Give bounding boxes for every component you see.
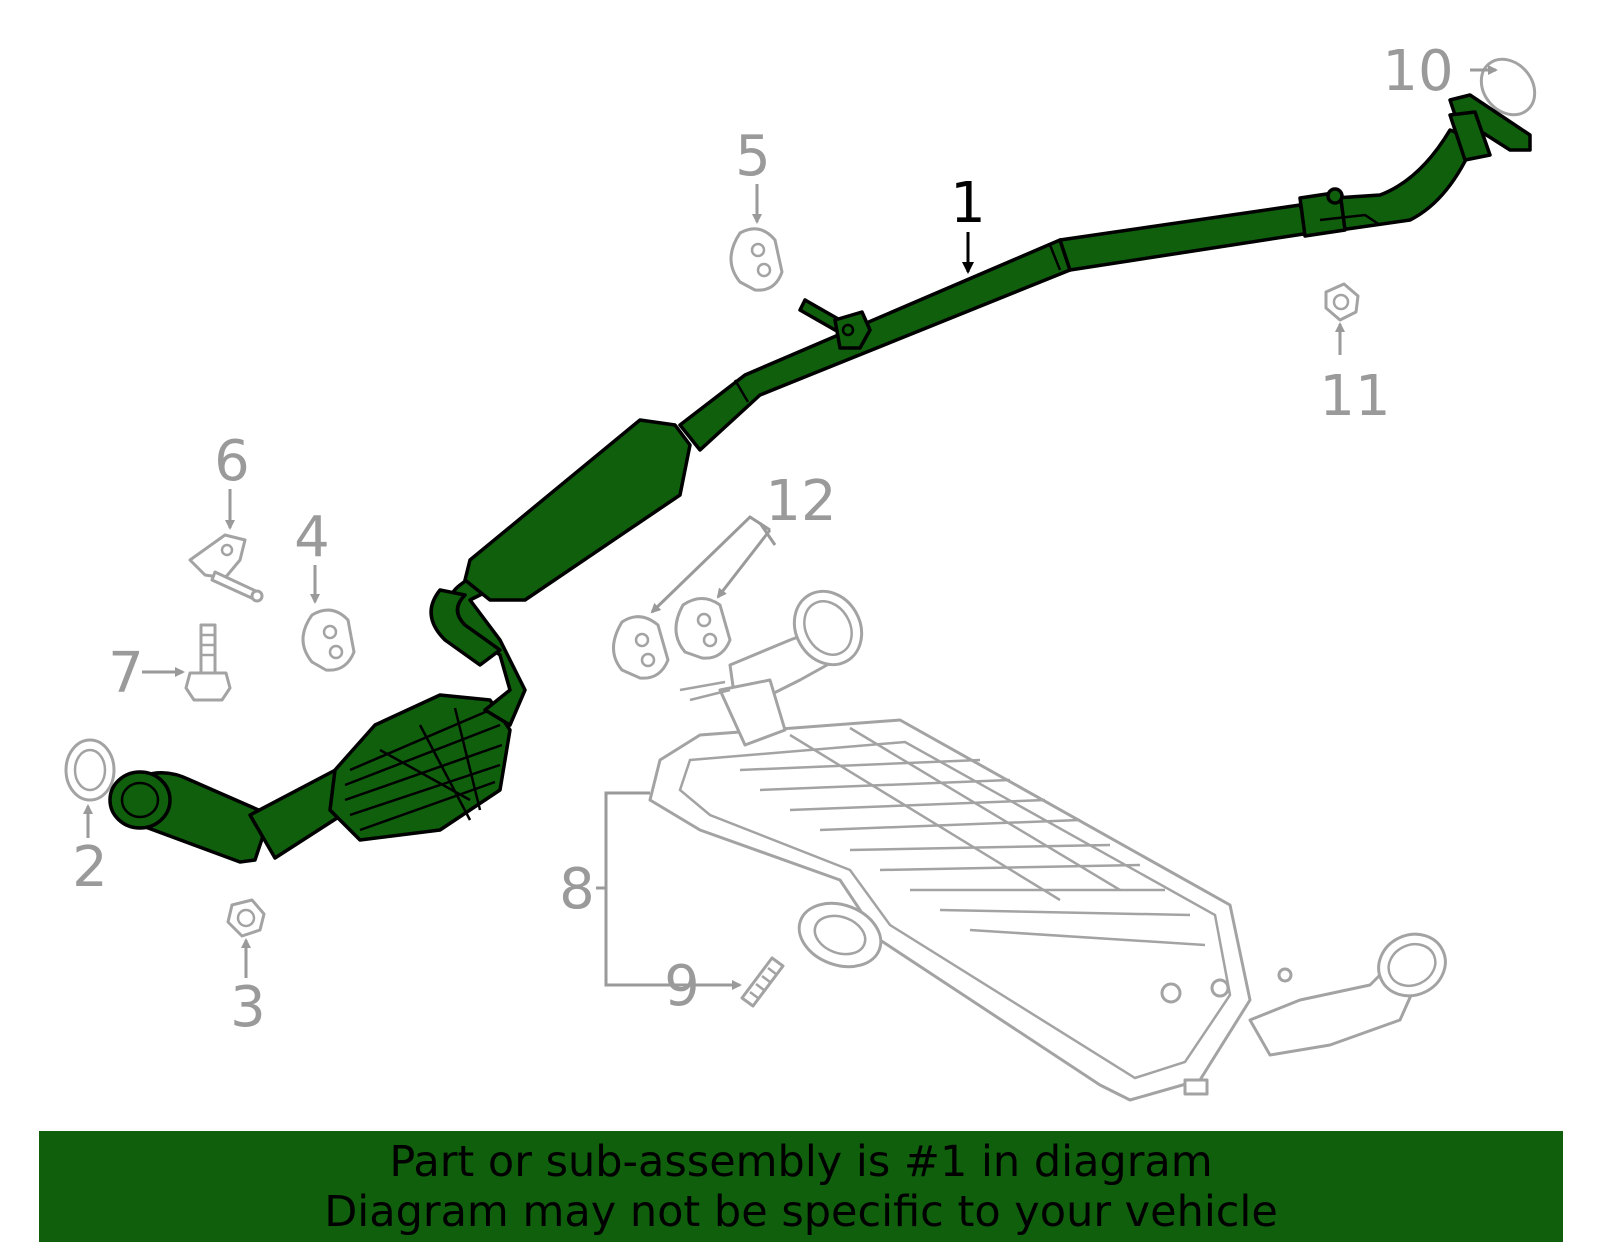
callout-12: 12 — [765, 469, 836, 534]
leader-lines — [83, 65, 1498, 990]
banner-line-2: Diagram may not be specific to your vehi… — [324, 1186, 1278, 1237]
gasket-2[interactable] — [64, 738, 116, 802]
callout-9: 9 — [664, 954, 700, 1019]
callout-4: 4 — [294, 505, 330, 570]
nut-11[interactable] — [1324, 282, 1360, 322]
callout-3: 3 — [230, 975, 266, 1040]
leader-12a — [650, 515, 771, 614]
banner-line-1: Part or sub-assembly is #1 in diagram — [389, 1136, 1213, 1187]
callout-5: 5 — [735, 124, 771, 189]
callout-2: 2 — [72, 835, 108, 900]
stud-9[interactable] — [740, 956, 785, 1008]
leader-12b — [716, 529, 772, 599]
exhaust-pipe-assembly-1[interactable] — [108, 93, 1532, 864]
hanger-5[interactable] — [729, 227, 784, 292]
callout-1: 1 — [950, 171, 986, 236]
bolt-7[interactable] — [184, 623, 232, 702]
muffler-assembly[interactable] — [648, 579, 1455, 1102]
hanger-4[interactable] — [301, 608, 356, 672]
info-banner: Part or sub-assembly is #1 in diagram Di… — [39, 1131, 1563, 1242]
callouts: 1 2 3 4 5 6 7 8 9 10 11 12 — [72, 39, 1453, 1040]
hangers-12[interactable] — [612, 597, 732, 680]
callout-10: 10 — [1382, 39, 1453, 104]
nut-3[interactable] — [226, 898, 266, 938]
callout-7: 7 — [108, 641, 144, 706]
callout-11: 11 — [1319, 364, 1390, 429]
leader-12-tick — [758, 522, 777, 546]
callout-8: 8 — [559, 857, 595, 922]
bracket-6[interactable] — [188, 533, 264, 603]
callout-6: 6 — [214, 429, 250, 494]
